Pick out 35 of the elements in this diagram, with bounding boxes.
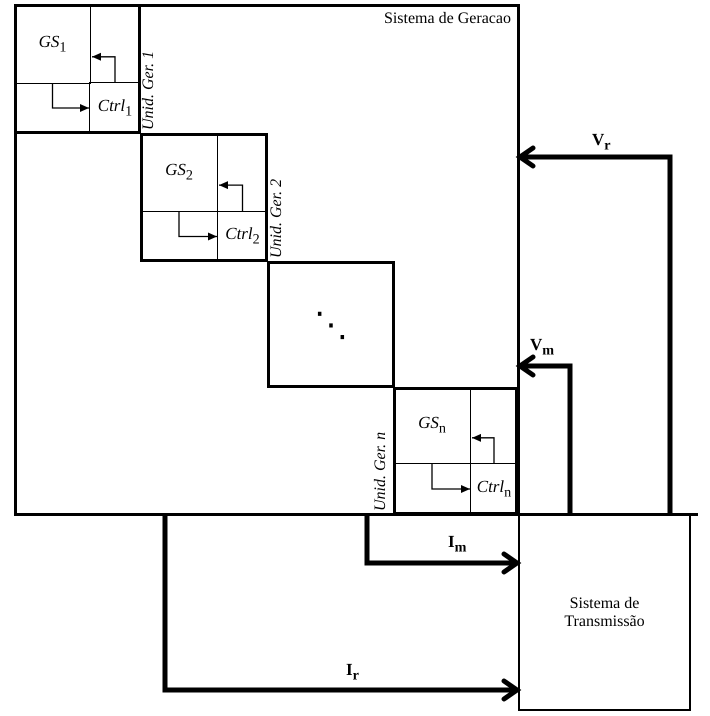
unit-label: Unid. Ger. 2: [268, 178, 285, 258]
block-cell: [140, 133, 218, 212]
system-title: Sistema de Transmissão: [563, 594, 646, 630]
arrow: [364, 516, 520, 574]
block-label: Ctrl$_{2}$: [225, 224, 260, 249]
system-box: [14, 4, 520, 516]
arrow: [431, 464, 470, 493]
system-title: Sistema de Geracao: [384, 10, 511, 28]
ellipsis-mark: ⋱: [314, 304, 348, 344]
block-label: GS$_{1}$: [38, 32, 66, 56]
edge-label: V$_{r}$: [592, 130, 611, 154]
unit-label: Unid. Ger. 1: [141, 50, 157, 130]
block-label: GS$_{2}$: [165, 160, 193, 185]
unit-label: Unid. Ger. n: [371, 430, 390, 511]
system-box: [518, 514, 691, 711]
block-box: [267, 261, 395, 388]
block-label: Ctrl$_{n}$: [476, 476, 512, 502]
arrow: [518, 146, 672, 513]
arrow: [518, 354, 572, 513]
block-cell: [217, 211, 268, 262]
arrow: [178, 212, 217, 240]
arrow: [92, 52, 116, 82]
edge-label: I$_{m}$: [448, 532, 466, 556]
arrow: [162, 516, 520, 702]
arrow: [52, 84, 89, 112]
block-cell: [470, 463, 518, 515]
arrow: [219, 181, 244, 211]
block-label: Ctrl$_{1}$: [98, 96, 132, 120]
arrow: [472, 434, 495, 463]
block-cell: [14, 4, 91, 84]
block-label: GS$_{n}$: [418, 413, 446, 438]
block-cell: [89, 82, 141, 134]
edge-label: V$_{m}$: [530, 335, 554, 360]
edge-label: I$_{r}$: [346, 660, 359, 684]
block-cell: [393, 387, 471, 464]
